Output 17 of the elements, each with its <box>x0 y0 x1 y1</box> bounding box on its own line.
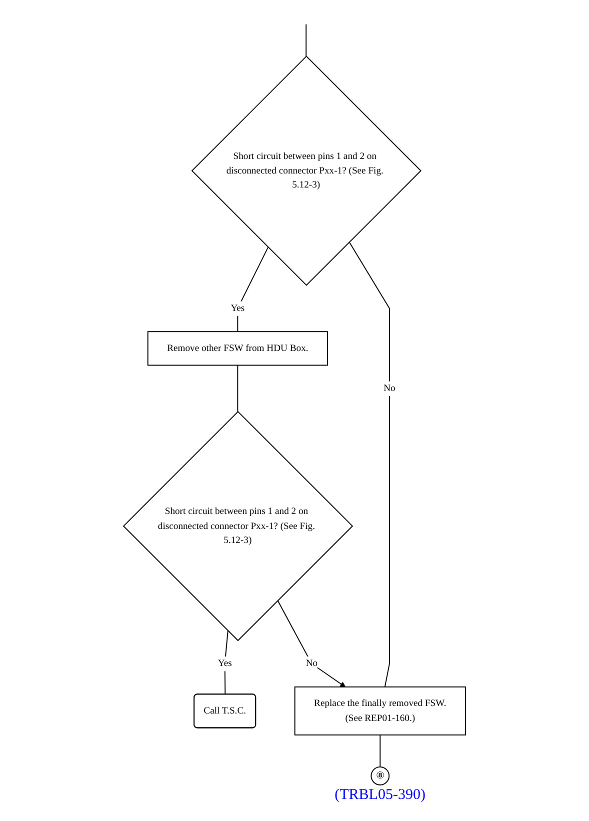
edge-label: No <box>384 383 396 394</box>
connector <box>348 242 390 688</box>
arrow <box>277 600 346 688</box>
edge-label: No <box>306 658 318 669</box>
connector <box>224 630 228 695</box>
node-diamond: Short circuit between pins 1 and 2 on disconnected connector Pxx-1? (See Fig. 5.12-3) <box>122 410 354 642</box>
node-box: Remove other FSW from HDU Box. <box>147 331 328 366</box>
connector <box>237 364 238 412</box>
connector <box>380 734 381 768</box>
node-diamond: Short circuit between pins 1 and 2 on disconnected connector Pxx-1? (See Fig. 5.12-3) <box>191 56 422 286</box>
node-box: Replace the finally removed FSW. (See REP01-160.) <box>294 686 466 736</box>
connector <box>306 24 307 57</box>
connector <box>237 246 269 332</box>
node-circle: ⑧ <box>370 766 390 786</box>
edge-label: Yes <box>218 658 232 669</box>
edge-label: Yes <box>230 303 245 314</box>
reference-note: (TRBL05-390) <box>334 786 426 804</box>
